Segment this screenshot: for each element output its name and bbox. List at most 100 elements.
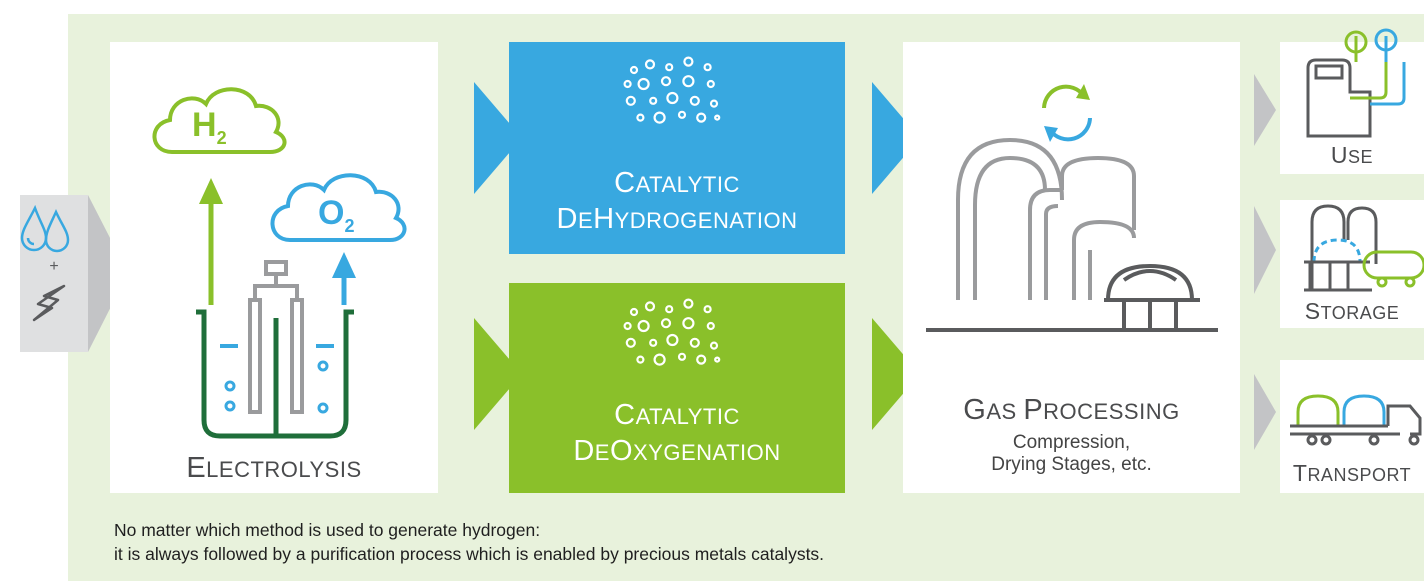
- cap: D: [556, 203, 578, 235]
- bubble: [706, 321, 715, 331]
- bubble: [703, 63, 712, 72]
- footer-text: No matter which method is used to genera…: [114, 518, 1404, 566]
- title-line-2: DEHYDROGENATION: [509, 202, 845, 238]
- use-box: [1280, 42, 1424, 174]
- deoxygenation-box: [509, 283, 845, 493]
- cap: C: [614, 167, 636, 199]
- storage-tank-icon: [1304, 204, 1424, 292]
- bubble: [682, 317, 695, 330]
- lightning-icon: [32, 284, 66, 322]
- h2-cloud-icon: [152, 87, 287, 154]
- bubble: [637, 77, 650, 91]
- bubble: [714, 356, 721, 363]
- bubble: [689, 337, 700, 348]
- cap: P: [1023, 394, 1044, 426]
- cap: O: [609, 435, 634, 467]
- rest: ATALYTIC: [635, 172, 740, 197]
- bubble: [636, 113, 645, 122]
- rest: RANSPORT: [1307, 465, 1412, 485]
- inputs-box: [20, 195, 88, 352]
- title-cap: E: [186, 452, 207, 484]
- bubble: [660, 76, 672, 87]
- arrow-to-deoxygenation: [474, 318, 522, 430]
- o2-label: O2: [318, 194, 354, 237]
- arrow-to-use: [1254, 74, 1276, 146]
- bubble: [649, 338, 658, 347]
- storage-box: [1280, 200, 1424, 328]
- h2-subscript: 2: [216, 127, 227, 148]
- bubble: [665, 305, 674, 314]
- rest: ROCESSING: [1043, 399, 1180, 424]
- storage-label: STORAGE: [1280, 298, 1424, 325]
- cap: G: [963, 394, 987, 426]
- bubble: [625, 337, 636, 348]
- bubble: [683, 56, 694, 67]
- bubble: [689, 95, 700, 106]
- title-line-2: DEOXYGENATION: [509, 434, 845, 470]
- dehydrogenation-box: [509, 42, 845, 254]
- h2-letter: H: [192, 106, 217, 144]
- subtitle-line-2: Drying Stages, etc.: [991, 454, 1152, 475]
- subtitle-line-1: Compression,: [1012, 432, 1131, 453]
- use-label: USE: [1280, 142, 1424, 169]
- h2-arrow-head: [199, 178, 223, 204]
- catalyst-bubbles-icon: [623, 298, 721, 366]
- rest: TORAGE: [1320, 303, 1400, 323]
- cap: H: [593, 203, 615, 235]
- o2-arrow-head: [332, 252, 356, 278]
- rest: XYGENATION: [633, 440, 781, 465]
- cap: C: [614, 399, 636, 431]
- bubble: [623, 321, 632, 331]
- bubble: [696, 354, 707, 365]
- cap: T: [1292, 460, 1308, 486]
- arrow-to-gas-processing-from-green: [872, 318, 920, 430]
- arrow-to-transport: [1254, 374, 1276, 450]
- mid: E: [594, 440, 610, 465]
- plus-sign: +: [49, 258, 59, 275]
- gas-processing-title: GAS PROCESSING: [903, 394, 1240, 427]
- bubble: [629, 307, 639, 317]
- rest: SE: [1348, 147, 1374, 167]
- processing-plant-icon: [926, 137, 1218, 332]
- o2-subscript: 2: [344, 215, 355, 236]
- bubble: [665, 63, 674, 72]
- input-arrow: [88, 195, 128, 352]
- bubble: [696, 112, 707, 123]
- bubble: [636, 355, 645, 364]
- cap: U: [1330, 142, 1349, 168]
- dehydrogenation-title: CATALYTIC DEHYDROGENATION: [509, 166, 845, 238]
- water-drops-icon: [20, 204, 70, 253]
- bubble: [682, 75, 695, 88]
- mid: E: [577, 208, 594, 233]
- bubble: [703, 305, 712, 314]
- rest: YDROGENATION: [614, 208, 798, 233]
- footer-line-2: it is always followed by a purification …: [114, 544, 825, 564]
- o2-cloud-icon: [270, 173, 407, 242]
- bubble: [677, 110, 687, 119]
- bubble: [629, 65, 639, 75]
- bubble: [666, 91, 679, 105]
- bubble: [653, 111, 666, 124]
- bubble: [660, 318, 672, 329]
- bubble: [666, 333, 679, 347]
- o2-letter: O: [318, 194, 345, 232]
- electrolysis-title: ELECTROLYSIS: [110, 452, 438, 485]
- bubble: [623, 79, 632, 89]
- bubble: [709, 341, 719, 350]
- bubble: [714, 114, 721, 121]
- bubble: [706, 79, 715, 89]
- gas-processing-subtitle: Compression, Drying Stages, etc.: [903, 432, 1240, 476]
- h2-label: H2: [192, 106, 227, 149]
- title-line-1: CATALYTIC: [509, 166, 845, 202]
- bubble: [644, 301, 656, 312]
- title-line-1: CATALYTIC: [509, 398, 845, 434]
- recycle-icon: [1042, 84, 1092, 142]
- rest: AS: [986, 399, 1024, 424]
- fuel-station-icon: [1306, 28, 1406, 138]
- bubble: [649, 96, 658, 105]
- bubble: [677, 352, 687, 361]
- cap: S: [1304, 298, 1321, 324]
- transport-label: TRANSPORT: [1280, 460, 1424, 487]
- rest: ATALYTIC: [635, 404, 740, 429]
